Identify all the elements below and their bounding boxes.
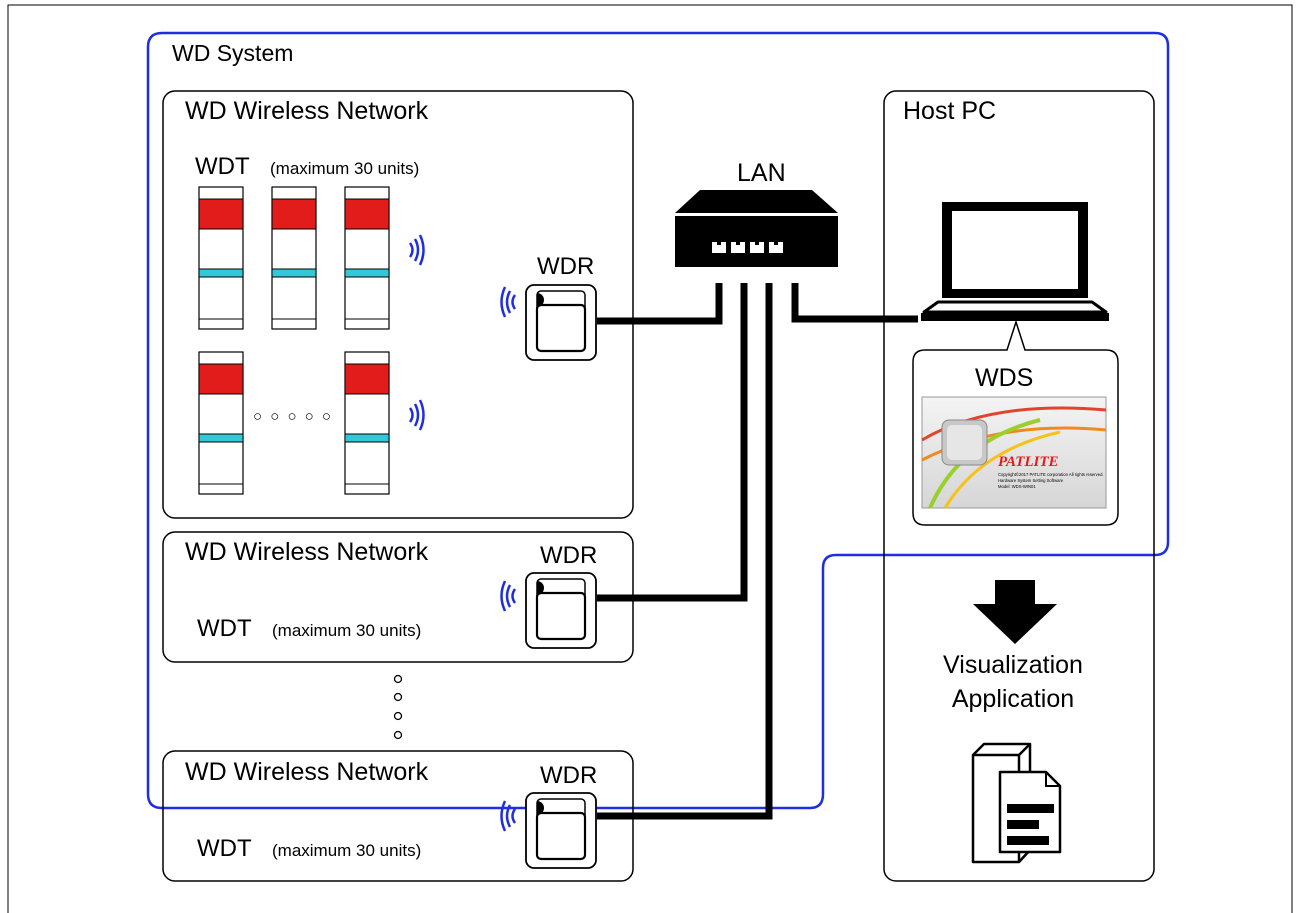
wds-card-line1: Copyright©2017 PATLITE corporation All r… [998,472,1104,477]
network-2-wdr-label: WDR [540,542,597,569]
app-label-line1: Visualization [943,651,1083,679]
wireless-signal-icon [408,398,425,432]
outer-frame [7,4,1293,913]
wireless-signal-icon [500,285,517,319]
host-pc-box [883,90,1155,882]
network-1-wdt-note: (maximum 30 units) [270,159,419,178]
network-2-title: WD Wireless Network [185,538,429,566]
down-arrow-icon [973,580,1057,644]
network-1-title: WD Wireless Network [185,97,429,125]
signal-tower [271,186,317,330]
network-2-wdt-note: (maximum 30 units) [272,621,421,640]
lan-hub-icon [675,190,838,267]
wds-software-card: PATLITE Copyright©2017 PATLITE corporati… [921,396,1107,509]
report-document-icon [971,742,1062,864]
signal-tower [198,351,244,495]
wds-label: WDS [975,364,1033,392]
network-1-wdt-label: WDT [195,153,250,180]
more-networks-ellipsis [393,674,403,740]
wds-card-brand: PATLITE [998,454,1059,470]
network-3-wdt-note: (maximum 30 units) [272,841,421,860]
network-1-wdr-label: WDR [537,253,594,280]
network-box-1 [162,90,634,519]
wds-card-line3: Model: WDS-WIN01 [998,484,1036,489]
lan-label: LAN [737,159,786,187]
wd-system-boundary [146,31,1170,810]
network-3-wdr-label: WDR [540,762,597,789]
wd-system-label: WD System [172,40,293,66]
wireless-signal-icon [500,799,517,833]
network-2-wdt-label: WDT [197,615,252,642]
signal-tower [198,186,244,330]
wdr-receiver-icon [524,791,598,870]
wds-card-line2: Hardware System Setting Software [998,478,1064,483]
network-3-title: WD Wireless Network [185,758,429,786]
network-3-wdt-label: WDT [197,835,252,862]
signal-tower [344,351,390,495]
host-pc-title: Host PC [903,97,996,125]
more-towers-ellipsis: ○ ○ ○ ○ ○ [253,408,333,425]
wdr-receiver-icon [524,283,598,362]
app-label-line2: Application [952,685,1074,713]
lan-cables [597,283,918,820]
wireless-signal-icon [500,579,517,613]
wdr-receiver-icon [524,571,598,650]
wireless-signal-icon [408,233,425,267]
signal-tower [344,186,390,330]
laptop-icon [921,202,1109,321]
